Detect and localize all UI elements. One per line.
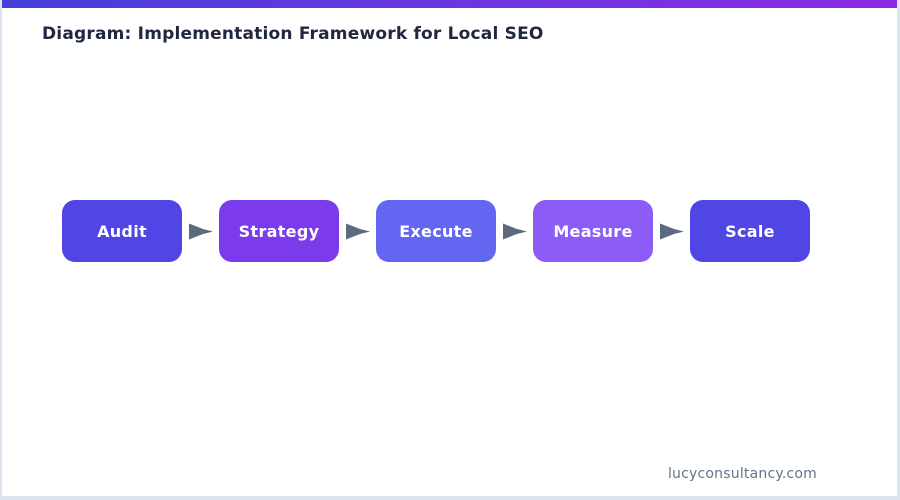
arrow-right-icon [182,222,219,241]
flow-step-scale: Scale [690,200,810,262]
flow-step-measure: Measure [533,200,653,262]
arrow-right-icon [653,222,690,241]
footer-website-url: lucyconsultancy.com [667,466,817,482]
page-title: Diagram: Implementation Framework for Lo… [42,24,544,44]
flow-step-execute: Execute [376,200,496,262]
arrow-right-icon [496,222,533,241]
flow-step-strategy: Strategy [219,200,339,262]
process-flow: Audit Strategy Execute Measure Scale [62,200,810,262]
flow-step-audit: Audit [62,200,182,262]
arrow-right-icon [339,222,376,241]
top-accent-bar [2,0,897,8]
